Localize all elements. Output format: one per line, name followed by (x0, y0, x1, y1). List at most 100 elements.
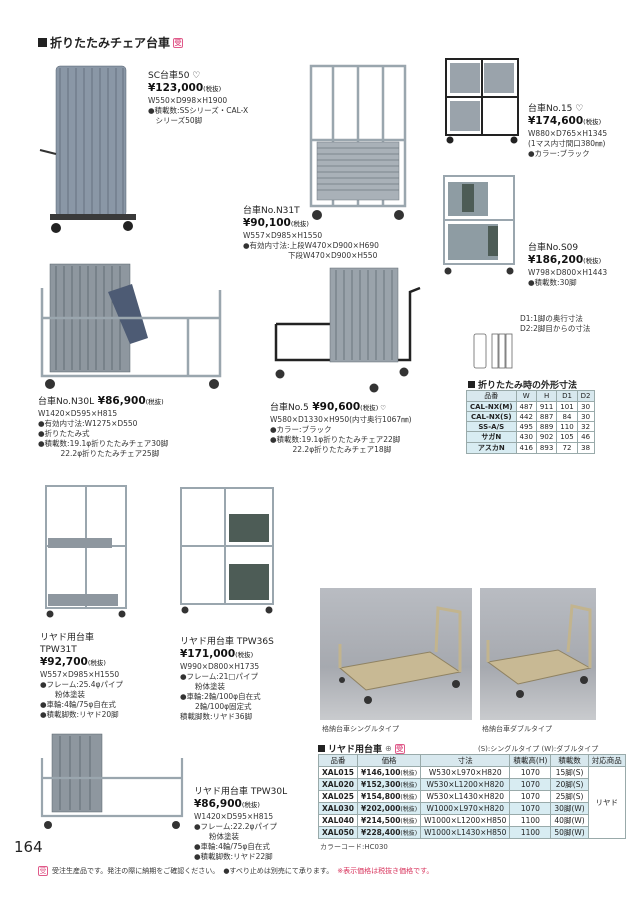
product-spec: W990×D800×H1735 (180, 662, 260, 671)
dimension-cell: 416 (515, 442, 537, 454)
product-spec: ●カラー:ブラック (270, 425, 332, 434)
single-type-photo (320, 588, 472, 720)
made-to-order-badge-icon: 受 (38, 866, 48, 876)
product-spec: ●車輪:2輪/100φ自在式 (180, 692, 261, 701)
n31t-cart-image (303, 60, 413, 225)
product-name: 台車No.S09 (528, 243, 579, 253)
footer-note: ●すべり止めは別売にて承ります。 (223, 867, 334, 875)
dimension-cell: 30 (576, 401, 595, 412)
riyado-cart-table: 品番価格寸法積載高(H)積載数対応商品 XAL015¥146,100(税抜)W5… (317, 754, 626, 839)
product-spec: ●積載数:19.1φ折りたたみチェア22脚 (270, 435, 401, 444)
product-spec: 粉体塗装 (40, 690, 85, 699)
size-cell: W530×L1200×H820 (420, 778, 511, 791)
height-cell: 1070 (509, 790, 552, 803)
capacity-cell: 40脚(W) (550, 814, 589, 827)
compat-cell: リヤド (587, 766, 626, 839)
product-name: 台車No.15 ♡ (528, 104, 584, 114)
product-spec: ●フレーム:22.2φパイプ (194, 822, 277, 831)
product-spec: W550×D998×H1900 (148, 96, 228, 105)
price-cell: ¥146,100(税抜) (357, 766, 422, 779)
capacity-cell: 30脚(W) (550, 802, 589, 815)
dimension-cell: 487 (515, 401, 537, 412)
tpw30l-cart-image (38, 728, 188, 833)
page-number: 164 (14, 838, 43, 856)
height-cell: 1100 (509, 814, 552, 827)
size-cell: W530×L1430×H820 (420, 790, 511, 803)
product-n30l: 台車No.N30L ¥86,900(税抜) W1420×D595×H815 ●有… (38, 395, 168, 459)
dimension-cell: 46 (576, 431, 595, 443)
folded-note: D2:2脚目からの寸法 (520, 324, 591, 333)
model-cell: アスカN (466, 442, 517, 454)
made-to-order-badge-icon: 受 (394, 743, 405, 754)
model-cell: XAL040 (317, 814, 359, 827)
model-cell: XAL050 (317, 826, 359, 839)
riyado-table-title: リヤド用台車 ⊕ 受 (318, 742, 405, 755)
product-price: 台車No.N30L ¥86,900(税抜) (38, 395, 164, 407)
product-spec: ●有効内寸法:W1275×D550 (38, 419, 138, 428)
capacity-cell: 25脚(S) (550, 790, 589, 803)
product-spec: ●カラー:ブラック (528, 149, 590, 158)
product-model: TPW31T (40, 645, 77, 655)
model-cell: XAL025 (317, 790, 359, 803)
sc50-cart-image (38, 58, 143, 240)
product-spec: W557×D985×H1550 (40, 670, 120, 679)
model-cell: XAL020 (317, 778, 359, 791)
price-cell: ¥202,000(税抜) (357, 802, 422, 815)
product-spec: W580×D1330×H950(内寸奥行1067㎜) (270, 415, 412, 424)
product-price: ¥186,200(税抜) (528, 254, 602, 266)
folded-table-title: 折りたたみ時の外形寸法 (468, 378, 577, 391)
price-cell: ¥228,400(税抜) (357, 826, 422, 839)
footer-note: ※表示価格は税抜き価格です。 (337, 867, 434, 875)
double-type-photo (480, 588, 596, 720)
size-cell: W530×L970×H820 (420, 766, 511, 779)
folded-chair-diagram (468, 328, 516, 374)
dimension-cell: 32 (576, 421, 595, 432)
dimension-cell: 84 (556, 411, 578, 422)
riyado-legend: (S):シングルタイプ (W):ダブルタイプ (478, 745, 599, 753)
price-cell: ¥214,500(税抜) (357, 814, 422, 827)
height-cell: 1070 (509, 778, 552, 791)
product-name: SC台車50 ♡ (148, 71, 201, 81)
n30l-cart-image (38, 258, 228, 398)
square-bullet-icon (468, 381, 475, 388)
product-spec: 粉体塗装 (180, 682, 225, 691)
dimension-cell: 442 (515, 411, 537, 422)
size-cell: W1000×L1200×H850 (420, 814, 511, 827)
product-spec: W1420×D595×H815 (38, 409, 118, 418)
product-spec: ●フレーム:21□パイプ (180, 672, 258, 681)
product-spec: シリーズ50脚 (148, 116, 203, 125)
square-bullet-icon (318, 745, 325, 752)
product-no5: 台車No.5 ¥90,600(税抜) ♡ W580×D1330×H950(内寸奥… (270, 401, 412, 455)
product-spec: ●車輪:4輪/75φ自在式 (194, 842, 270, 851)
dimension-cell: 887 (535, 411, 558, 422)
dimension-cell: 110 (556, 421, 578, 432)
tpw31t-cart-image (38, 482, 133, 622)
product-spec: ●積載脚数:リヤド20脚 (40, 710, 119, 719)
dimension-cell: 889 (535, 421, 558, 432)
price-cell: ¥152,300(税抜) (357, 778, 422, 791)
product-name: リヤド用台車 TPW36S (180, 637, 274, 647)
price-cell: ¥154,800(税抜) (357, 790, 422, 803)
product-sc50: SC台車50 ♡ ¥123,000(税抜) W550×D998×H1900 ●積… (148, 70, 248, 126)
dimension-cell: 893 (535, 442, 558, 454)
product-spec: W557×D985×H1550 (243, 231, 323, 240)
product-spec: ●折りたたみ式 (38, 429, 90, 438)
s09-cart-image (440, 172, 518, 277)
product-price: ¥123,000(税抜) (148, 82, 222, 94)
product-s09: 台車No.S09 ¥186,200(税抜) W798×D800×H1443 ●積… (528, 242, 607, 288)
model-cell: サガN (466, 431, 517, 443)
dimension-cell: 902 (535, 431, 558, 443)
product-spec: (1マス内寸間口380㎜) (528, 139, 606, 148)
product-no15: 台車No.15 ♡ ¥174,600(税抜) W880×D765×H1345 (… (528, 103, 607, 159)
section-title: 折りたたみチェア台車 (50, 36, 171, 50)
product-spec: ●積載脚数:リヤド22脚 (194, 852, 273, 861)
product-spec: ●有効内寸法:上段W470×D900×H690 (243, 241, 379, 250)
made-to-order-badge-icon: 受 (173, 37, 184, 48)
